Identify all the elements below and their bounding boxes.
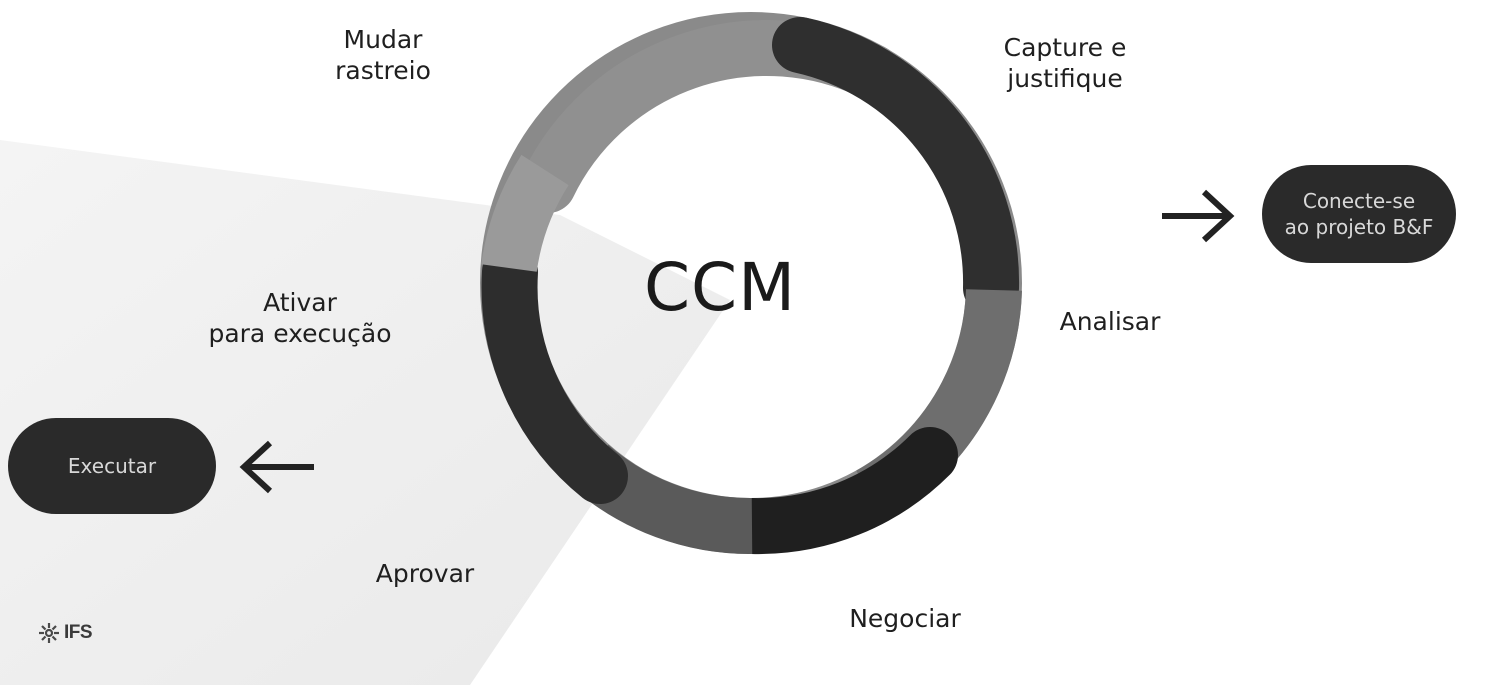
step-capture-justifique: Capture e justifique xyxy=(975,32,1155,94)
step-aprovar-line1: Aprovar xyxy=(375,559,475,588)
ifs-logo: IFS xyxy=(38,622,93,644)
step-aprovar: Aprovar xyxy=(355,558,495,589)
ifs-logo-text: IFS xyxy=(64,622,93,643)
step-negociar-line1: Negociar xyxy=(849,604,961,633)
step-capture-line2: justifique xyxy=(1007,64,1123,93)
step-analisar: Analisar xyxy=(1040,306,1180,337)
step-negociar: Negociar xyxy=(830,603,980,634)
execute-label: Executar xyxy=(67,454,157,478)
connect-line2: ao projeto B&F xyxy=(1284,215,1434,239)
connect-project-button[interactable]: Conecte-se ao projeto B&F xyxy=(1262,165,1456,263)
step-analisar-line1: Analisar xyxy=(1059,307,1161,336)
ifs-logo-icon xyxy=(39,623,59,643)
ring-segment-left xyxy=(481,244,628,504)
arrow-right-icon xyxy=(1162,189,1235,243)
step-mudar-line2: rastreio xyxy=(335,56,431,85)
step-ativar-execucao: Ativar para execução xyxy=(180,287,420,349)
execute-button[interactable]: Executar xyxy=(8,418,216,514)
step-capture-line1: Capture e xyxy=(1003,33,1127,62)
ring-segment-upper-left xyxy=(481,154,569,273)
ring-segment-bottom xyxy=(724,427,958,555)
arrow-left-icon xyxy=(239,440,314,494)
ring-segment-right xyxy=(772,17,1020,316)
step-mudar-rastreio: Mudar rastreio xyxy=(318,24,448,86)
step-ativar-line2: para execução xyxy=(208,319,392,348)
step-ativar-line1: Ativar xyxy=(263,288,337,317)
step-mudar-line1: Mudar xyxy=(343,25,423,54)
center-title: CCM xyxy=(643,249,797,326)
connect-line1: Conecte-se xyxy=(1302,189,1416,213)
